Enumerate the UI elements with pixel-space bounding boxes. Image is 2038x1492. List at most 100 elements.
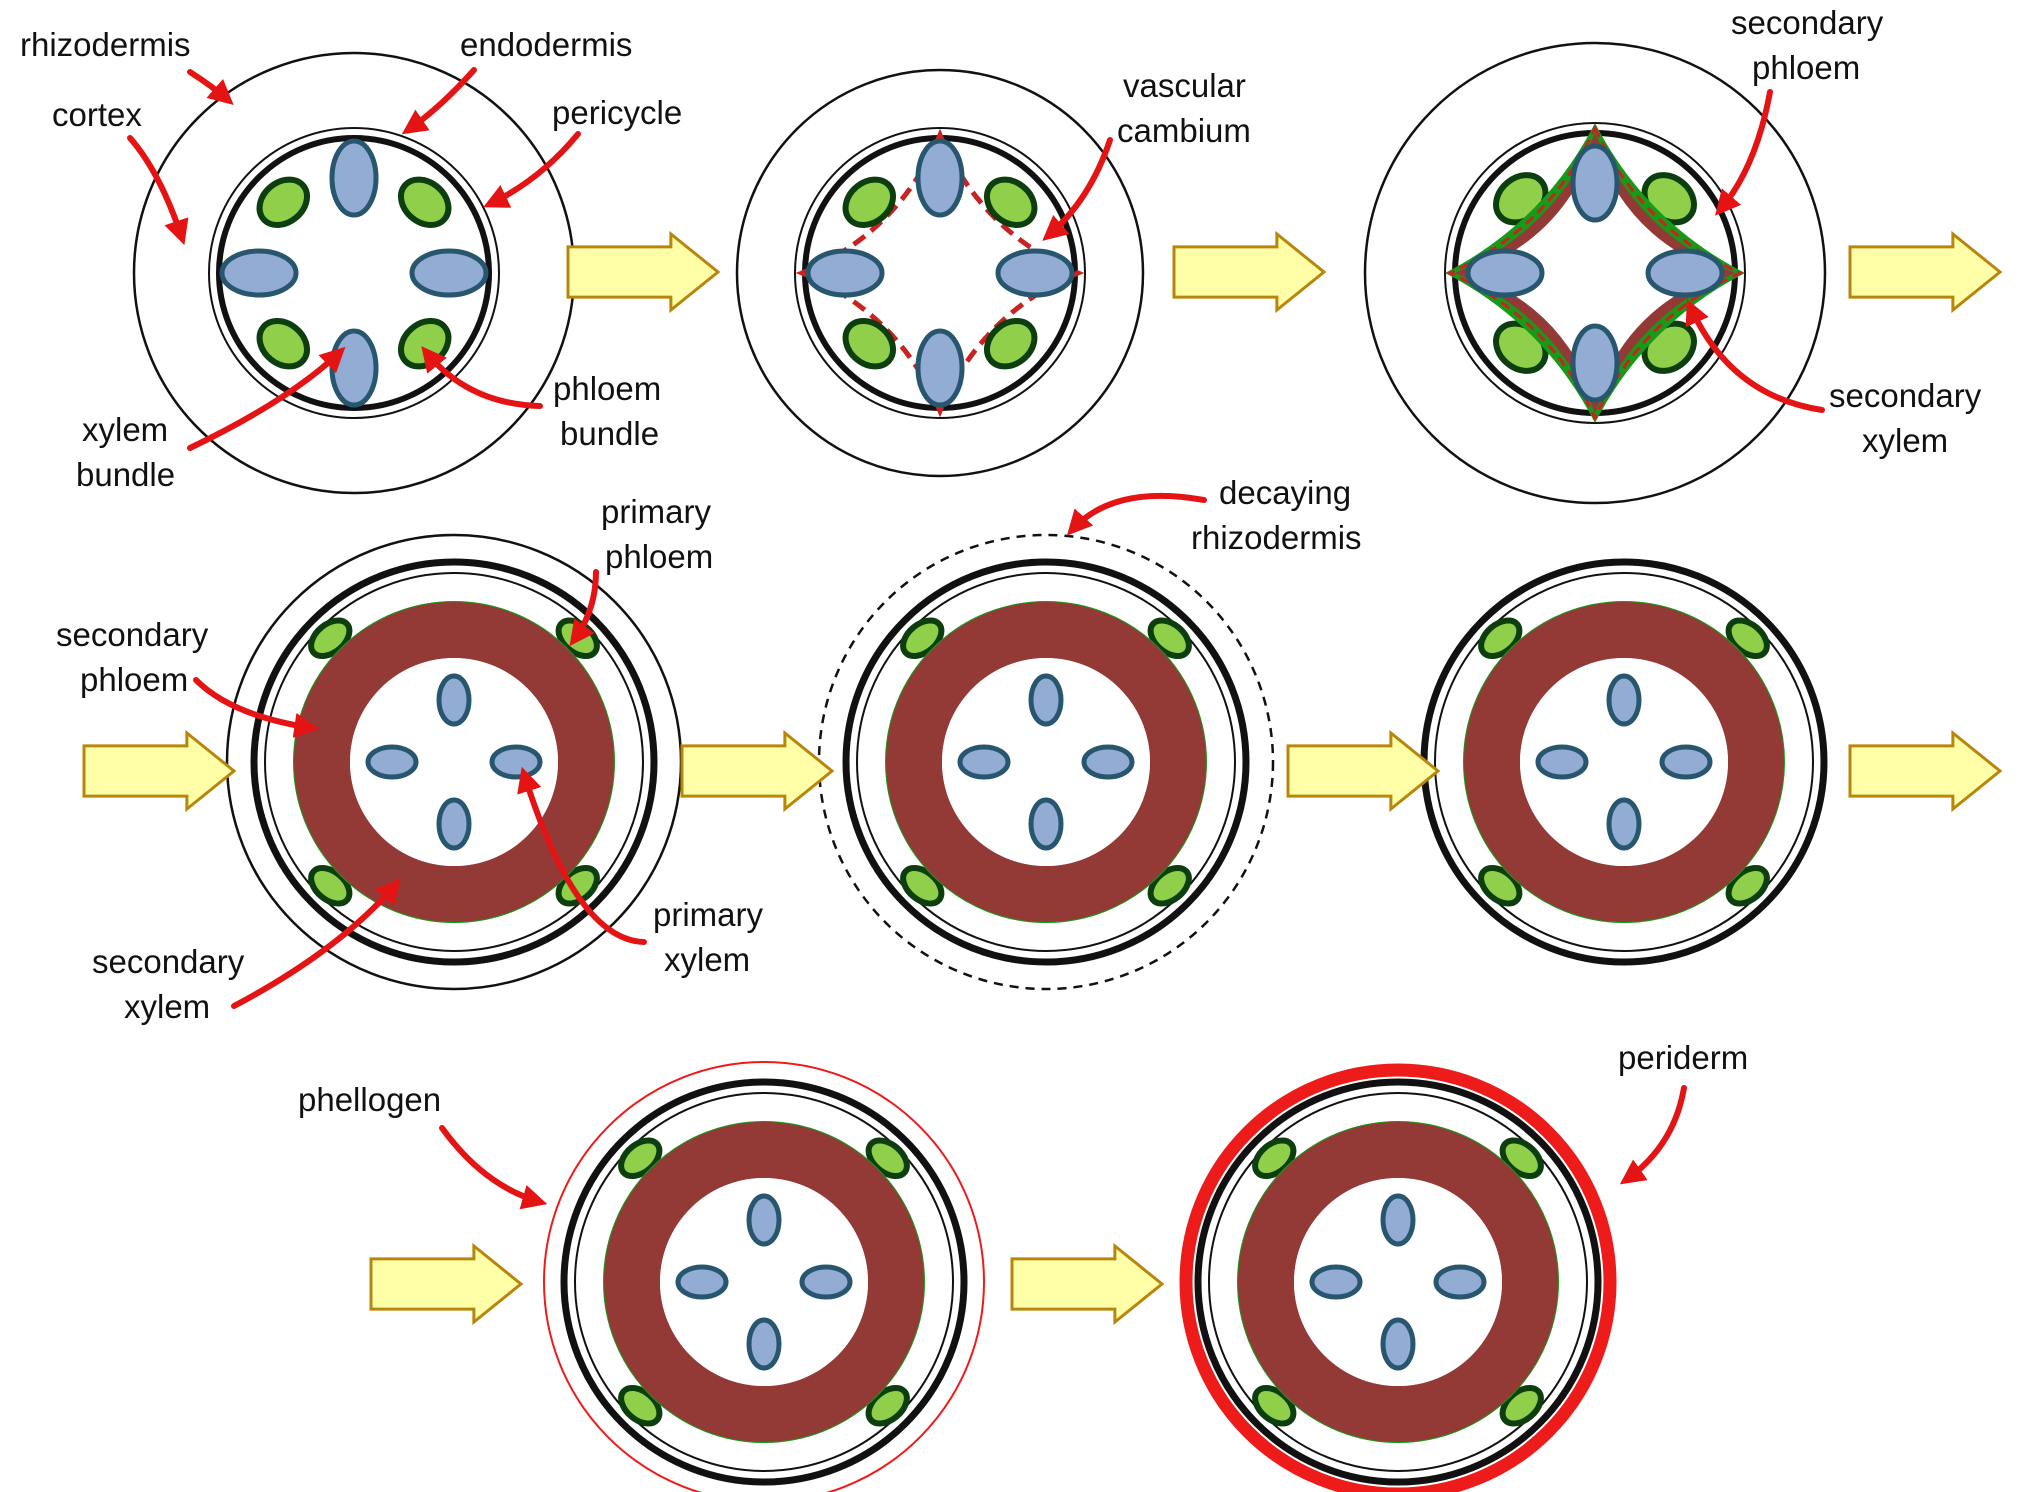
pointer-phloem-bundle [421, 346, 543, 409]
primary-phloem [865, 1137, 910, 1180]
primary-phloem [1252, 1384, 1297, 1427]
stage-8-periderm [1179, 1063, 1617, 1492]
xylem-bundle [1028, 797, 1064, 851]
xylem-bundle [1433, 1264, 1487, 1300]
label-layer: rhizodermis cortex endodermis pericycle … [20, 4, 1982, 1118]
xylem-bundle [1535, 744, 1589, 780]
vascular-cambium [1446, 124, 1744, 422]
pointer-rhizodermis [187, 69, 234, 105]
pericycle-ring [1434, 572, 1814, 952]
label-s4-secondary-phloem-line-2: phloem [80, 661, 188, 698]
yellow-block-arrow-icon [680, 729, 835, 813]
label-primary-xylem-line-1: primary [653, 896, 764, 933]
label-primary-phloem-line-2: phloem [605, 538, 713, 575]
primary-phloem [1725, 864, 1770, 907]
primary-phloem [1252, 1137, 1297, 1180]
stage-3-secondary-growth-begins [1363, 41, 1827, 505]
pointer-pericycle [483, 131, 581, 208]
pericycle-ring [208, 127, 500, 419]
secondary-xylem-ring [604, 1122, 924, 1442]
primary-phloem [1499, 1384, 1544, 1427]
stage-2-vascular-cambium [735, 68, 1145, 478]
pointer-s3-secondary-xylem [1685, 299, 1825, 413]
xylem-bundle [1380, 1317, 1416, 1371]
label-primary-xylem-line-2: xylem [664, 941, 750, 978]
label-primary-phloem-line-1: primary [601, 493, 712, 530]
primary-xylem-core [660, 1178, 868, 1386]
pointer-s4-secondary-xylem [231, 878, 401, 1009]
stage-diagrams [132, 41, 1828, 1492]
xylem-bundle [489, 744, 543, 780]
stage-1-primary-root [132, 51, 576, 495]
xylem-bundle [1606, 673, 1642, 727]
primary-phloem [308, 617, 353, 660]
primary-xylem-core [350, 658, 558, 866]
xylem-bundle [365, 744, 419, 780]
xylem-bundle [1570, 323, 1620, 403]
stage-6-rhizodermis-shed [1420, 558, 1828, 966]
pointer-periderm [1619, 1085, 1687, 1185]
secondary-xylem-ring [886, 602, 1206, 922]
label-s3-secondary-phloem-line-2: phloem [1752, 49, 1860, 86]
xylem-bundle [799, 1264, 853, 1300]
xylem-bundle [1309, 1264, 1363, 1300]
xylem-core [1467, 145, 1723, 401]
label-pointer-arrows [127, 67, 1825, 1210]
secondary-xylem-ring [1238, 1122, 1558, 1442]
xylem-bundle [746, 1317, 782, 1371]
label-s3-secondary-xylem-line-1: secondary [1829, 377, 1982, 414]
label-periderm: periderm [1618, 1039, 1748, 1076]
xylem-bundle [329, 328, 379, 408]
label-decaying-rhizodermis-line-1: decaying [1219, 474, 1351, 511]
secondary-xylem-ring [294, 602, 614, 922]
phloem-bundle [984, 318, 1038, 370]
pointer-endodermis [401, 67, 477, 135]
pointer-vascular-cambium [1042, 137, 1113, 241]
label-phellogen: phellogen [298, 1081, 441, 1118]
pericycle-ring [856, 572, 1236, 952]
yellow-block-arrow-icon [566, 230, 721, 314]
label-s4-secondary-xylem-line-1: secondary [92, 943, 245, 980]
secondary-xylem-ring [1464, 602, 1784, 922]
label-cortex: cortex [52, 96, 142, 133]
xylem-bundle [746, 1193, 782, 1247]
primary-phloem [1478, 617, 1523, 660]
stage-7-phellogen [543, 1061, 985, 1492]
xylem-bundle [805, 248, 885, 298]
xylem-bundle [1028, 673, 1064, 727]
label-vascular-cambium-line-2: cambium [1117, 112, 1251, 149]
phloem-bundle [256, 176, 310, 228]
pointer-xylem-bundle [187, 346, 346, 451]
stage-5-decaying-rhizodermis [817, 533, 1275, 991]
yellow-block-arrow-icon [82, 729, 237, 813]
pointer-decaying-rhizodermis [1066, 492, 1207, 536]
stage-transition-arrows [82, 230, 2003, 1326]
primary-phloem [1725, 617, 1770, 660]
primary-phloem [308, 864, 353, 907]
primary-phloem [618, 1137, 663, 1180]
xylem-bundle [675, 1264, 729, 1300]
label-phloem-bundle-line-2: bundle [560, 415, 659, 452]
xylem-bundle [409, 248, 489, 298]
pericycle-ring [794, 127, 1086, 419]
xylem-bundle [1081, 744, 1135, 780]
xylem-bundle [915, 138, 965, 218]
xylem-bundle [1645, 248, 1725, 298]
pointer-s3-secondary-phloem [1715, 89, 1773, 216]
yellow-block-arrow-icon [1848, 230, 2003, 314]
pericycle-ring [574, 1092, 954, 1472]
label-decaying-rhizodermis-line-2: rhizodermis [1191, 519, 1362, 556]
phloem-bundle [256, 318, 310, 370]
primary-xylem-core [1294, 1178, 1502, 1386]
pericycle-ring [1208, 1092, 1588, 1472]
primary-phloem [618, 1384, 663, 1427]
label-pericycle: pericycle [552, 94, 682, 131]
xylem-bundle [1570, 143, 1620, 223]
label-xylem-bundle-line-1: xylem [82, 411, 168, 448]
primary-phloem [1478, 864, 1523, 907]
pointer-primary-xylem [517, 766, 647, 945]
xylem-bundle [915, 328, 965, 408]
yellow-block-arrow-icon [1848, 729, 2003, 813]
phloem-bundle [984, 176, 1038, 228]
primary-xylem-core [942, 658, 1150, 866]
